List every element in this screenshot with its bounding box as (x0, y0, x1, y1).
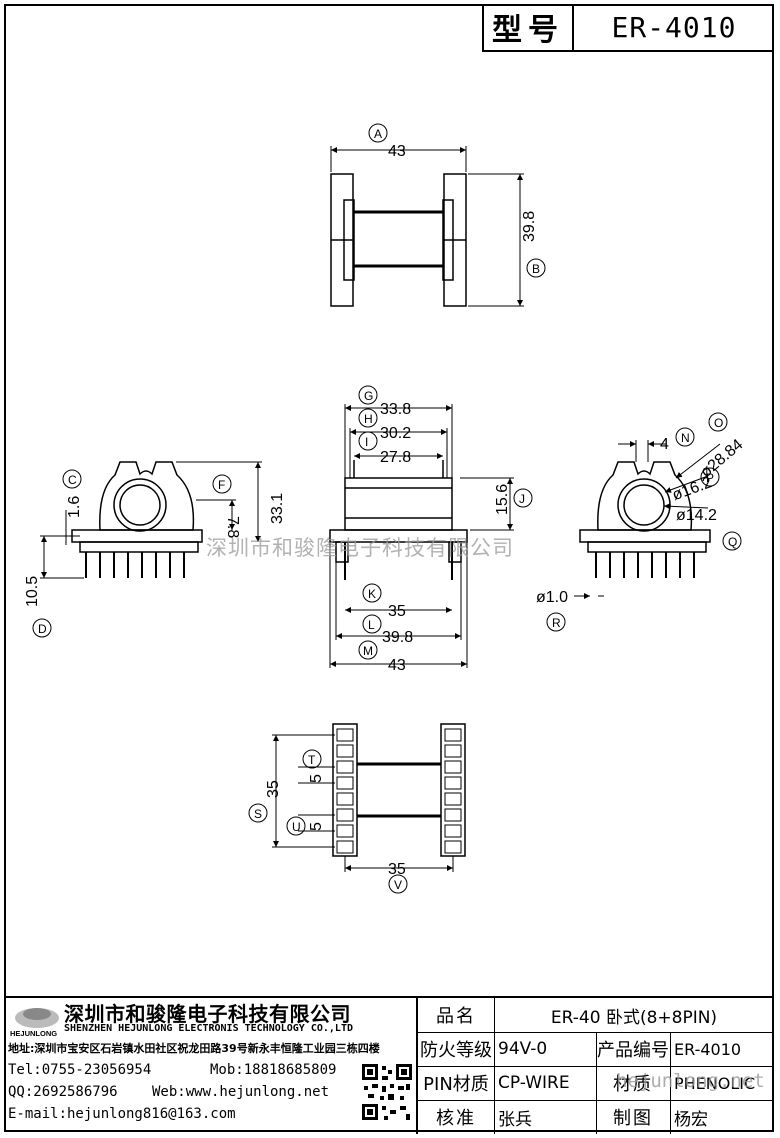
callout-k: K (368, 587, 376, 601)
callout-n: N (681, 431, 690, 445)
pin-material-label: PIN材质 (423, 1074, 489, 1095)
company-name-cn: 深圳市和骏隆电子科技有限公司 (64, 1002, 351, 1026)
callout-m: M (363, 644, 373, 658)
dim-v: 35 (388, 861, 406, 878)
callout-s: S (254, 807, 262, 821)
model-label: 型号 (484, 4, 574, 50)
product-code-label: 产品编号 (597, 1040, 669, 1061)
callout-v: V (394, 878, 402, 892)
reviewer-label: 核准 (436, 1108, 476, 1129)
watermark-company: 深圳市和骏隆电子科技有限公司 (206, 536, 514, 560)
drafter-label: 制图 (613, 1108, 653, 1129)
fire-rating-value: 94V-0 (498, 1039, 548, 1059)
top-view (330, 123, 546, 307)
dim-s: 35 (265, 780, 282, 798)
dim-a: 43 (388, 143, 406, 160)
company-block: HEJUNLONG 深圳市和骏隆电子科技有限公司 SHENZHEN HEJUNL… (4, 998, 418, 1134)
material-value: PHENOLIC (674, 1073, 756, 1093)
dim-m: 43 (388, 657, 406, 674)
callout-b: B (532, 262, 540, 276)
model-value: ER-4010 (611, 10, 737, 44)
dim-g: 33.8 (380, 401, 411, 418)
company-name-en: SHENZHEN HEJUNLONG ELECTRONIS TECHNOLOGY… (64, 1023, 353, 1034)
company-qq: QQ:2692586796 (8, 1084, 118, 1100)
dim-total: 33.1 (269, 493, 286, 524)
reviewer-value: 张兵 (498, 1109, 532, 1130)
product-code-value: ER-4010 (674, 1039, 742, 1059)
logo-text: HEJUNLONG (10, 1029, 57, 1038)
pin-material-value: CP-WIRE (498, 1073, 570, 1093)
dim-t: 5 (308, 774, 325, 783)
callout-i: I (365, 435, 368, 449)
callout-r: R (552, 616, 561, 630)
bottom-view (248, 723, 466, 894)
dim-r: ø1.0 (536, 589, 568, 606)
dim-l: 39.8 (382, 629, 413, 646)
model-box: 型号 ER-4010 (482, 4, 774, 52)
callout-c: C (68, 473, 77, 487)
callout-j: J (519, 492, 525, 506)
dim-c: 1.6 (66, 496, 83, 518)
drafter-value: 杨宏 (674, 1109, 708, 1130)
company-tel: Tel:0755-23056954 (8, 1062, 152, 1078)
dim-k: 35 (388, 603, 406, 620)
drawing-frame (4, 4, 774, 1132)
company-logo-icon: HEJUNLONG (10, 1008, 59, 1038)
callout-t: T (308, 753, 316, 767)
fire-rating-label: 防火等级 (420, 1040, 492, 1061)
watermark-url: hejunlong.net (616, 1070, 765, 1092)
callout-h: H (364, 412, 373, 426)
callout-o: O (714, 416, 723, 430)
info-grid: 品名 ER-40 卧式(8+8PIN) 防火等级 94V-0 产品编号 ER-4… (418, 998, 774, 1134)
callout-l: L (368, 618, 375, 632)
front-view (329, 385, 533, 668)
callout-d: D (38, 622, 47, 636)
dim-j: 15.6 (494, 484, 511, 515)
product-name-value: ER-40 卧式(8+8PIN) (550, 1007, 718, 1028)
title-block: HEJUNLONG 深圳市和骏隆电子科技有限公司 SHENZHEN HEJUNL… (4, 996, 774, 1134)
company-email: E-mail:hejunlong816@163.com (8, 1106, 236, 1122)
dim-u: 5 (308, 822, 325, 831)
company-web: Web:www.hejunlong.net (152, 1084, 330, 1100)
callout-a: A (374, 127, 382, 141)
company-address: 地址:深圳市宝安区石岩镇水田社区祝龙田路39号新永丰恒隆工业园三栋四楼 (8, 1042, 380, 1055)
left-view (32, 461, 262, 638)
dim-o: ø28.84 (697, 436, 746, 481)
callout-f: F (218, 478, 225, 492)
product-name-label: 品名 (436, 1006, 476, 1027)
dim-p2: ø14.2 (676, 507, 717, 524)
callout-p: P (706, 471, 714, 485)
right-view (546, 412, 742, 632)
material-label: 材质 (613, 1074, 653, 1095)
qr-code-icon (360, 1062, 414, 1122)
dim-b: 39.8 (521, 211, 538, 242)
dim-f: 7.8 (224, 516, 241, 538)
dim-h: 30.2 (380, 425, 411, 442)
company-mob: Mob:18818685809 (210, 1062, 337, 1078)
dim-i: 27.8 (380, 449, 411, 466)
callout-q: Q (728, 535, 737, 549)
callout-g: G (364, 389, 373, 403)
dim-n: 4 (660, 436, 669, 453)
callout-u: U (292, 820, 301, 834)
dim-d: 10.5 (24, 576, 41, 607)
